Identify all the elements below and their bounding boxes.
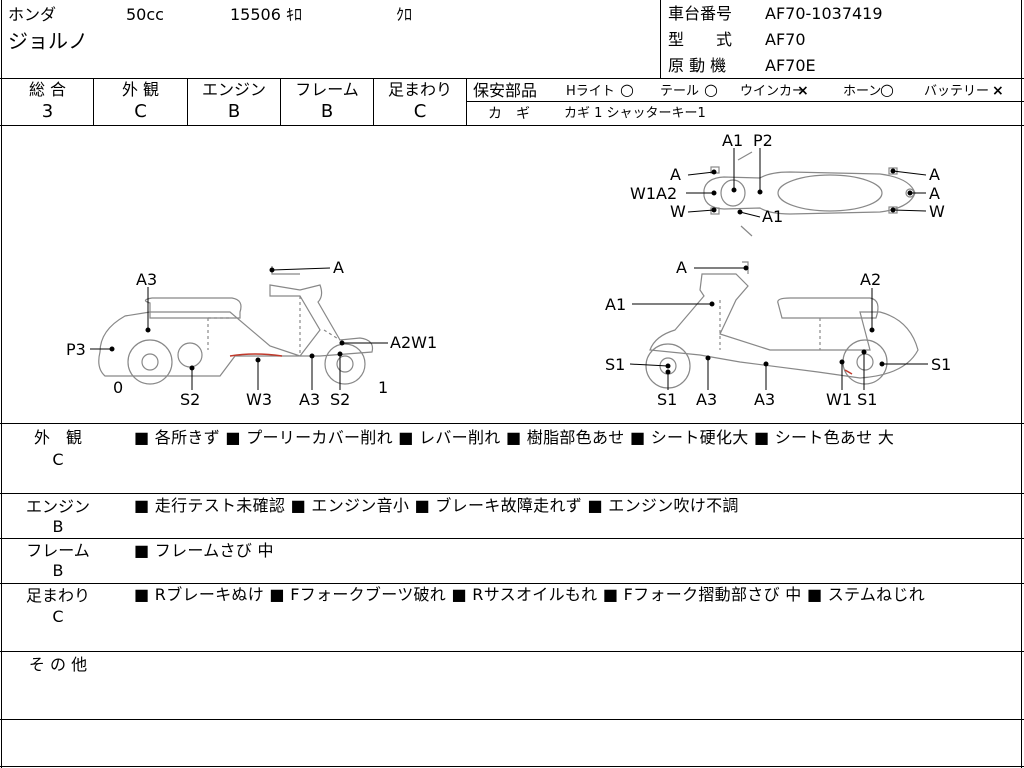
left-a3-b: A3 — [299, 390, 320, 409]
model-name: ジョルノ — [8, 29, 88, 53]
safety-headlight-mark: ○ — [620, 80, 634, 99]
section-frame-label: フレーム — [26, 541, 90, 560]
grade-frame-label: フレーム — [295, 80, 359, 99]
chassis-label: 車台番号 — [668, 4, 733, 23]
safety-battery-mark: × — [992, 83, 1004, 99]
top-w-l: W — [670, 202, 686, 221]
grade-exterior-label: 外 観 — [121, 80, 160, 99]
left-a3: A3 — [136, 270, 157, 289]
type-value: AF70 — [765, 30, 806, 49]
section-engine-items: ■ 走行テスト未確認 ■ エンジン音小 ■ ブレーキ故障走れず ■ エンジン吹け… — [134, 496, 739, 515]
left-p3: P3 — [66, 340, 86, 359]
top-w1a2: W1A2 — [630, 184, 677, 203]
safety-label: 保安部品 — [473, 81, 538, 100]
top-a-ll: A — [670, 165, 681, 184]
top-a1: A1 — [722, 131, 743, 150]
safety-horn-mark: ○ — [880, 80, 894, 99]
top-p2: P2 — [753, 131, 773, 150]
color: ｸﾛ — [396, 5, 413, 24]
right-a: A — [676, 258, 687, 277]
key-value: カギ 1 シャッターキー1 — [564, 106, 706, 121]
displacement: 50cc — [126, 5, 164, 24]
grade-frame-value: B — [320, 101, 334, 122]
top-a1-b: A1 — [762, 207, 783, 226]
section-exterior-grade: C — [52, 450, 64, 469]
safety-tail: テール — [660, 84, 700, 99]
grade-exterior-value: C — [134, 101, 147, 122]
type-label: 型 式 — [668, 30, 733, 49]
top-a-r2: A — [929, 184, 940, 203]
grade-total-value: 3 — [41, 101, 54, 122]
safety-horn: ホーン — [843, 84, 882, 99]
scooter-diagram: A1 P2 A W1A2 W A1 A A W A A3 P3 A2W1 0 1… — [66, 131, 951, 409]
right-w1s1: W1 S1 — [826, 390, 877, 409]
section-exterior-items: ■ 各所きず ■ プーリーカバー削れ ■ レバー削れ ■ 樹脂部色あせ ■ シー… — [134, 428, 895, 447]
right-a3-b: A3 — [754, 390, 775, 409]
section-frame-grade: B — [52, 561, 64, 580]
top-a-r1: A — [929, 165, 940, 184]
key-label: カ ギ — [488, 106, 530, 122]
grade-engine-value: B — [227, 101, 241, 122]
top-w-r: W — [929, 202, 945, 221]
section-other-label: そ の 他 — [28, 655, 88, 674]
left-one: 1 — [378, 378, 388, 397]
maker: ホンダ — [8, 5, 57, 24]
left-a: A — [333, 258, 344, 277]
section-suspension-items: ■ Rブレーキぬけ ■ Fフォークブーツ破れ ■ Rサスオイルもれ ■ Fフォー… — [134, 585, 926, 604]
grade-suspension-value: C — [413, 101, 427, 122]
section-frame-items: ■ フレームさび 中 — [134, 541, 274, 560]
safety-headlight: Hライト — [566, 84, 615, 99]
left-s2-a: S2 — [180, 390, 200, 409]
left-w3: W3 — [246, 390, 272, 409]
engine-model-value: AF70E — [765, 56, 816, 75]
safety-winker-mark: × — [797, 83, 809, 99]
safety-winker: ウインカー — [740, 84, 806, 99]
left-a2w1: A2W1 — [390, 333, 437, 352]
right-s1-b: S1 — [657, 390, 677, 409]
grade-engine-label: エンジン — [201, 80, 266, 99]
right-a2: A2 — [860, 270, 881, 289]
top-view-scooter — [703, 151, 916, 237]
section-suspension-label: 足まわり — [25, 586, 90, 605]
right-a1: A1 — [605, 295, 626, 314]
safety-tail-mark: ○ — [704, 80, 718, 99]
left-s2-b: S2 — [330, 390, 350, 409]
grade-total-label: 総 合 — [28, 80, 67, 99]
section-engine-grade: B — [52, 517, 64, 536]
right-s1-l: S1 — [605, 355, 625, 374]
left-zero: 0 — [113, 378, 123, 397]
section-exterior-label: 外 観 — [33, 428, 82, 447]
section-suspension-grade: C — [52, 607, 64, 626]
section-engine-label: エンジン — [25, 497, 90, 516]
right-a3-a: A3 — [696, 390, 717, 409]
grade-suspension-label: 足まわり — [387, 80, 452, 99]
chassis-value: AF70-1037419 — [765, 4, 883, 23]
right-s1-r: S1 — [931, 355, 951, 374]
engine-model-label: 原 動 機 — [668, 56, 727, 75]
mileage: 15506 ｷﾛ — [230, 5, 302, 24]
safety-battery: バッテリー — [924, 84, 990, 99]
